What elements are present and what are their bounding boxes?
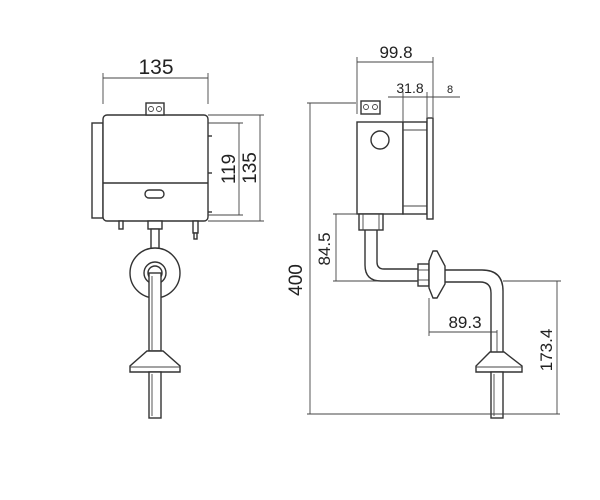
side-bend-pipe-inner bbox=[445, 281, 492, 352]
front-indicator-slot bbox=[144, 189, 165, 199]
side-coupling-nut bbox=[417, 263, 430, 287]
side-spud-pipe bbox=[490, 371, 504, 419]
side-lower-escutcheon bbox=[475, 351, 523, 373]
dim-front-width: 135 bbox=[138, 56, 173, 79]
front-escutcheon bbox=[129, 350, 181, 373]
dim-side-flange: 31.8 bbox=[396, 80, 423, 96]
front-back-plate bbox=[91, 122, 104, 219]
side-wall-escutcheon bbox=[428, 250, 446, 299]
side-body-hole bbox=[370, 130, 390, 150]
dim-front-total-height: 135 bbox=[240, 152, 261, 184]
side-wall-plate bbox=[426, 117, 434, 220]
front-foot-right bbox=[192, 220, 199, 234]
front-top-connector bbox=[145, 102, 165, 116]
dim-side-overall-height: 400 bbox=[286, 264, 307, 296]
dim-front-body-height: 119 bbox=[219, 154, 240, 184]
front-foot-left bbox=[118, 220, 124, 230]
front-lower-pipe bbox=[148, 272, 162, 352]
dim-side-depth: 99.8 bbox=[379, 43, 412, 62]
side-outlet-fitting bbox=[358, 213, 384, 231]
front-connector-hole-right bbox=[156, 106, 162, 112]
dim-side-plate: 8 bbox=[447, 84, 453, 96]
front-spud-pipe bbox=[148, 371, 162, 419]
dim-side-offset: 89.3 bbox=[448, 313, 481, 332]
side-mount-flange bbox=[402, 121, 428, 215]
front-connector-hole-left bbox=[148, 106, 154, 112]
side-bend-pipe-outer bbox=[445, 269, 504, 352]
side-elbow-pipe-outer bbox=[364, 230, 418, 282]
front-body bbox=[102, 114, 209, 222]
dim-side-lower-height: 173.4 bbox=[537, 329, 556, 372]
front-view: 135 119 135 bbox=[91, 56, 264, 419]
side-elbow-pipe-inner bbox=[376, 230, 418, 270]
dim-side-outlet-height: 84.5 bbox=[315, 232, 334, 265]
side-body bbox=[356, 121, 404, 215]
front-outlet-fitting bbox=[147, 220, 163, 230]
side-view: 99.8 31.8 8 400 84.5 89.3 173.4 bbox=[286, 43, 561, 419]
